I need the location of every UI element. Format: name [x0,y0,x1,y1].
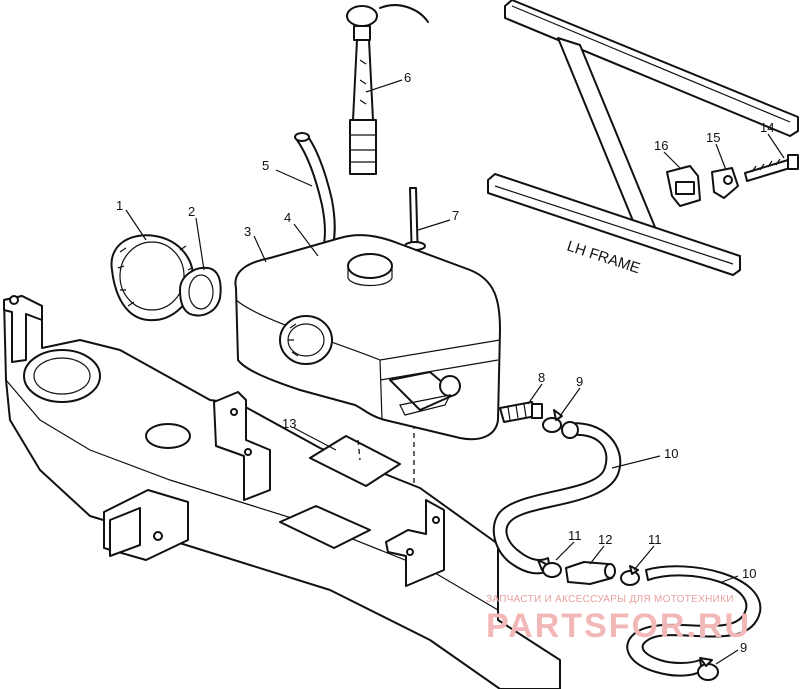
callout-4: 4 [284,210,291,225]
callout-5: 5 [262,158,269,173]
oil-tank [234,234,501,441]
lh-frame-label: LH FRAME [565,238,642,278]
hose-clamp-bottom [697,657,719,681]
callout-15: 15 [706,130,720,145]
oil-hose-assembly [492,401,762,681]
callout-12: 12 [598,532,612,547]
filler-cap [110,234,195,322]
callout-1: 1 [116,198,123,213]
callout-16: 16 [654,138,668,153]
frame-bracket-hardware [666,154,799,207]
filler-gasket [179,266,222,317]
watermark-logo: PARTSFOR.RU [486,607,752,645]
hose-clamp-lower-left [537,559,562,578]
inline-filter [565,561,616,585]
tank-filler-neck [279,315,333,365]
hose-fitting [499,401,543,423]
callout-6: 6 [404,70,411,85]
callout-11-left: 11 [568,528,582,543]
callout-11-right: 11 [648,532,662,547]
callout-7: 7 [452,208,459,223]
callout-13: 13 [282,416,296,431]
hose-clamp-upper [542,409,563,433]
callout-numbers: 1 2 3 4 5 6 7 8 9 10 11 12 11 10 9 13 14… [116,70,774,655]
lh-frame [487,0,799,276]
hose-clamp-lower-right [620,565,640,586]
callout-9-upper: 9 [576,374,583,389]
callout-10-lower: 10 [742,566,756,581]
vent-hose [294,132,336,257]
callout-8: 8 [538,370,545,385]
callout-2: 2 [188,204,195,219]
callout-14: 14 [760,120,774,135]
fuel-gauge-sender [346,4,429,175]
callout-3: 3 [244,224,251,239]
callout-leaders [125,79,785,665]
watermark-tagline: ЗАПЧАСТИ И АКСЕССУАРЫ ДЛЯ МОТОТЕХНИКИ [486,594,734,605]
callout-9-lower: 9 [740,640,747,655]
callout-10-upper: 10 [664,446,678,461]
chassis-frame [3,295,561,689]
